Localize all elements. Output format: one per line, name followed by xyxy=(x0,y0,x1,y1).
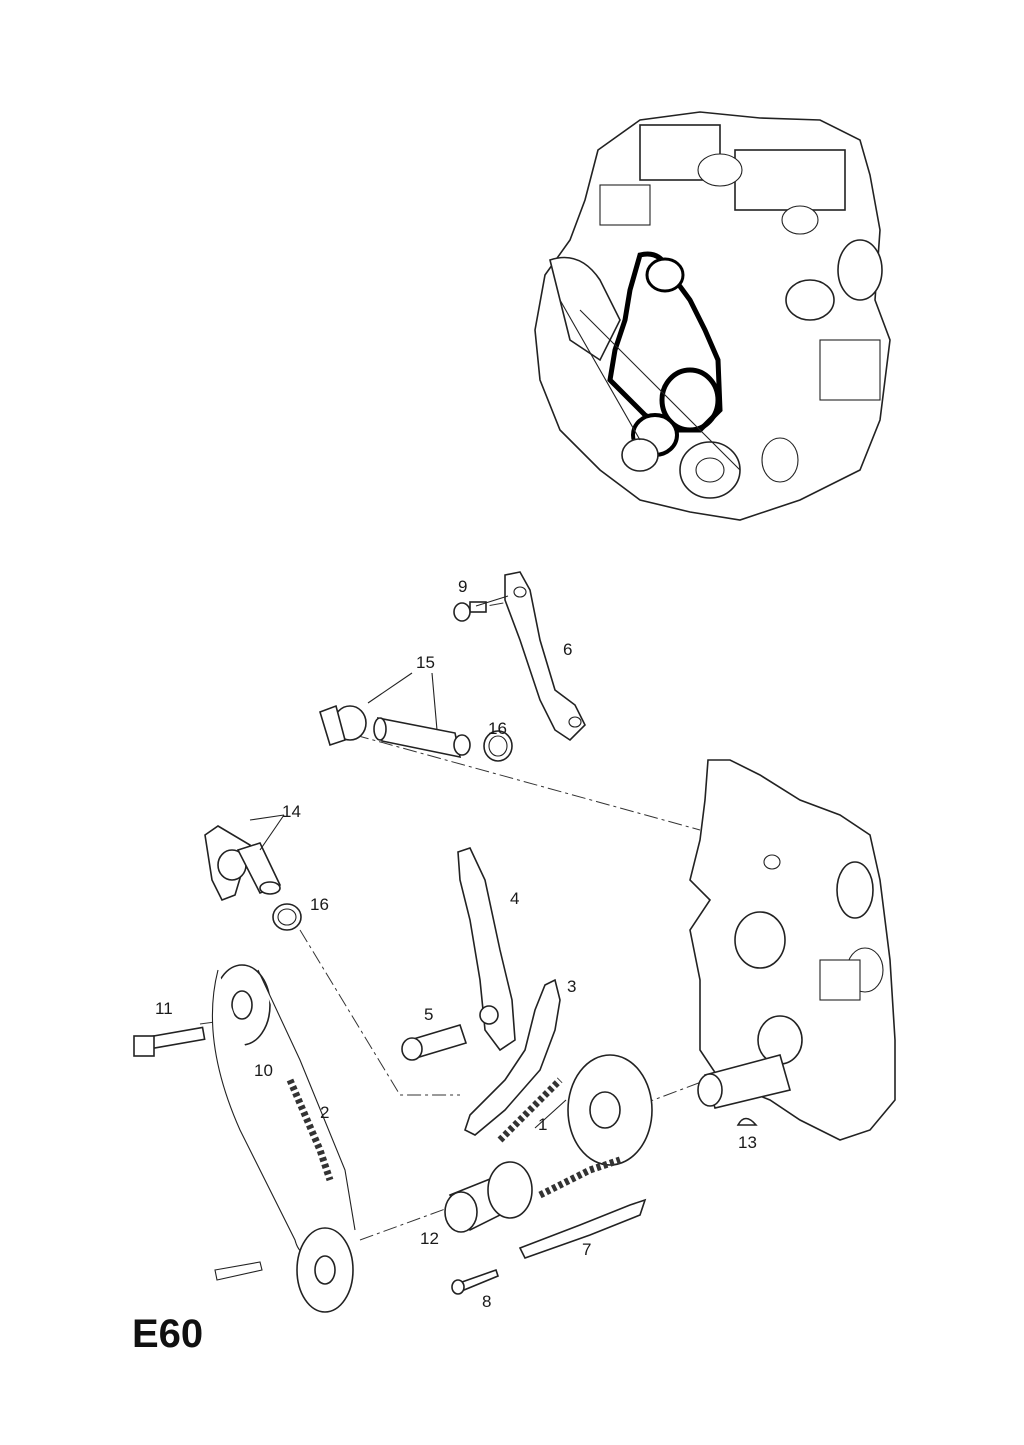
callout-16-lower: 16 xyxy=(310,895,329,914)
timing-case xyxy=(689,759,896,1141)
callout-2: 2 xyxy=(320,1103,329,1122)
callout-3: 3 xyxy=(567,977,576,996)
part-1-sprocket-chain xyxy=(497,1054,653,1199)
callout-5: 5 xyxy=(424,1005,433,1024)
callout-7: 7 xyxy=(582,1240,591,1259)
part-15-tensioner xyxy=(319,704,471,759)
callout-14: 14 xyxy=(282,802,301,821)
part-14-tensioner xyxy=(204,825,282,902)
part-16-seal-ring-upper xyxy=(483,730,513,762)
callout-13: 13 xyxy=(738,1133,757,1152)
part-3-guide-rail xyxy=(464,978,561,1136)
part-9-bolt xyxy=(453,601,487,622)
lower-bolt xyxy=(214,1261,263,1281)
page-code: E60 xyxy=(132,1312,204,1356)
crankshaft-journal xyxy=(697,1054,791,1109)
callout-9: 9 xyxy=(458,577,467,596)
part-11-bolt xyxy=(133,1026,206,1057)
part-16-seal-ring-lower xyxy=(272,903,302,931)
callout-11: 11 xyxy=(155,999,173,1018)
leader-lines xyxy=(249,595,567,1129)
callouts: 1 2 3 4 5 6 7 8 9 10 11 12 13 14 15 16 1… xyxy=(155,577,757,1311)
callout-4: 4 xyxy=(510,889,519,908)
callout-16-upper: 16 xyxy=(488,719,507,738)
callout-15: 15 xyxy=(416,653,435,672)
part-6-upper-guide xyxy=(504,571,586,742)
part-7-lower-guide xyxy=(518,1198,647,1259)
callout-12: 12 xyxy=(420,1229,439,1248)
part-5-pin xyxy=(401,1024,468,1061)
lower-sprocket xyxy=(296,1227,354,1313)
part-12-hub xyxy=(444,1161,533,1233)
callout-6: 6 xyxy=(563,640,572,659)
callout-8: 8 xyxy=(482,1292,491,1311)
part-8-bolt xyxy=(451,1268,499,1295)
callout-10: 10 xyxy=(254,1061,273,1080)
part-4-tensioner-rail xyxy=(457,847,516,1052)
engine-overview xyxy=(534,111,891,521)
part-13-key xyxy=(736,1117,758,1126)
callout-1: 1 xyxy=(538,1115,547,1134)
